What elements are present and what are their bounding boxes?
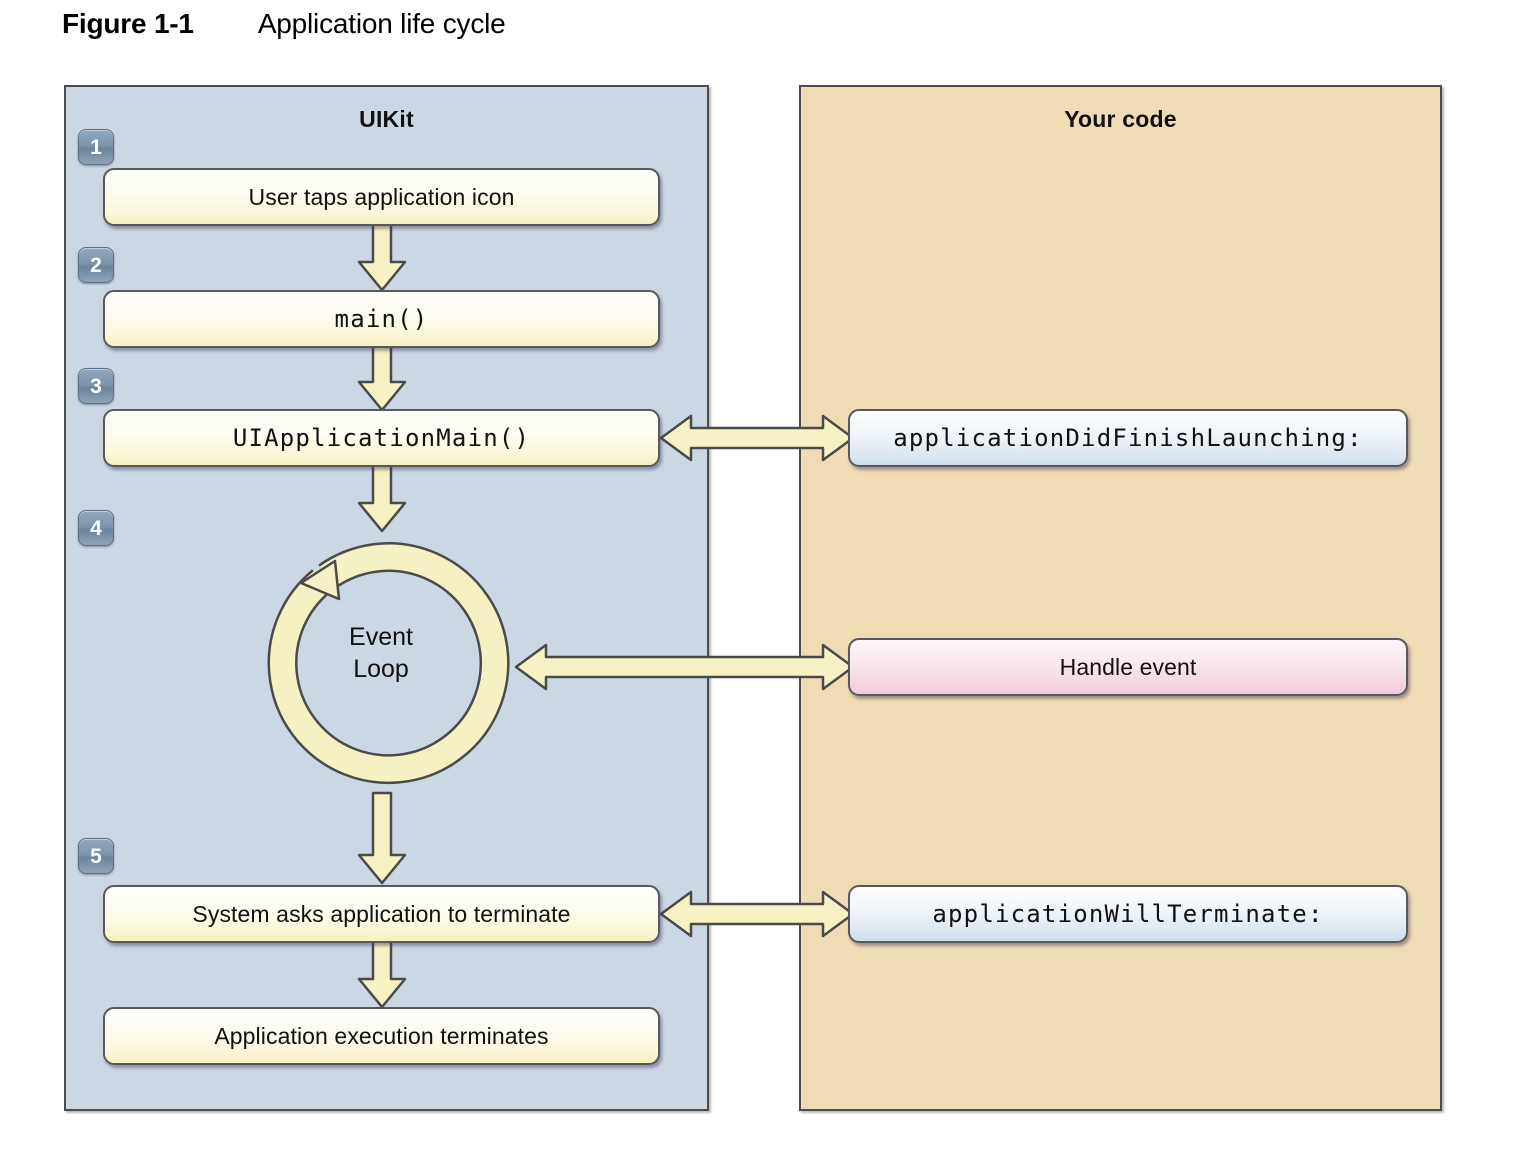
figure-caption: Figure 1-1 Application life cycle <box>62 8 1062 52</box>
box-uiapplicationmain[interactable]: UIApplicationMain() <box>103 409 660 467</box>
box-application-did-finish-launching[interactable]: applicationDidFinishLaunching: <box>848 409 1408 467</box>
box-user-taps-application-icon[interactable]: User taps application icon <box>103 168 660 226</box>
box-label: applicationDidFinishLaunching: <box>893 424 1363 452</box>
box-application-will-terminate[interactable]: applicationWillTerminate: <box>848 885 1408 943</box>
arrow-down-taps-to-main <box>352 222 412 294</box>
box-handle-event[interactable]: Handle event <box>848 638 1408 696</box>
box-label: System asks application to terminate <box>192 900 571 927</box>
event-loop-label: Event Loop <box>243 621 519 685</box>
box-label: Handle event <box>1059 653 1197 680</box>
arrow-down-terminate-to-execution-terminates <box>352 939 412 1011</box>
step-badge-3: 3 <box>78 368 114 404</box>
step-badge-2: 2 <box>78 247 114 283</box>
event-loop-label-line1: Event <box>349 623 413 651</box>
box-label: main() <box>334 305 429 333</box>
figure-number: Figure 1-1 <box>62 8 194 39</box>
arrow-bidirectional-will-terminate <box>659 884 855 944</box>
panel-uikit-title: UIKit <box>359 106 414 132</box>
step-badge-5: 5 <box>78 838 114 874</box>
arrow-down-event-loop-to-terminate <box>352 791 412 887</box>
box-label: applicationWillTerminate: <box>932 900 1324 928</box>
arrow-bidirectional-handle-event <box>514 637 855 697</box>
arrow-down-main-to-uiapplicationmain <box>352 344 412 414</box>
box-application-execution-terminates[interactable]: Application execution terminates <box>103 1007 660 1065</box>
arrow-down-uiapplicationmain-to-event-loop <box>352 463 412 535</box>
event-loop: Event Loop <box>243 529 519 801</box>
box-label: UIApplicationMain() <box>232 424 531 452</box>
figure-title: Application life cycle <box>257 8 506 39</box>
box-main[interactable]: main() <box>103 290 660 348</box>
box-system-asks-application-to-terminate[interactable]: System asks application to terminate <box>103 885 660 943</box>
step-badge-4: 4 <box>78 510 114 546</box>
box-label: Application execution terminates <box>214 1022 549 1049</box>
panel-your-code: Your code <box>799 85 1442 1111</box>
arrow-bidirectional-launching <box>659 408 855 468</box>
panel-your-code-title: Your code <box>1064 106 1177 132</box>
step-badge-1: 1 <box>78 129 114 165</box>
box-label: User taps application icon <box>248 183 515 210</box>
event-loop-label-line2: Loop <box>353 655 409 683</box>
